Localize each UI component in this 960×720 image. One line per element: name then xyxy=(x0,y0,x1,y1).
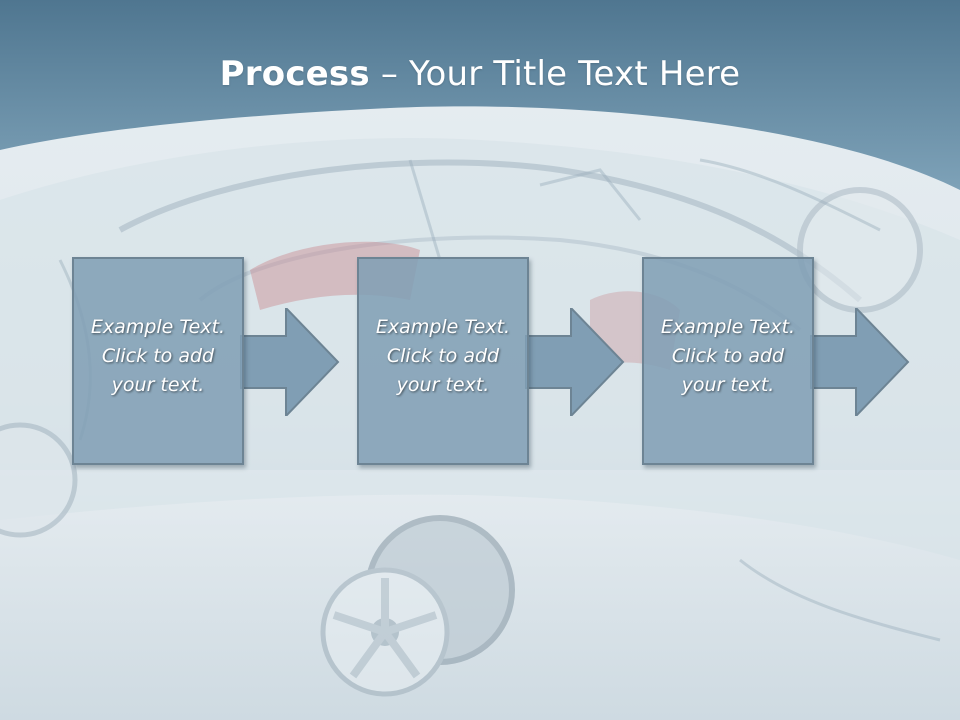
title-text: Your Title Text Here xyxy=(409,54,741,94)
right-arrow-icon xyxy=(525,308,625,416)
process-step-box[interactable]: Example Text. Click to add your text. xyxy=(642,257,814,465)
process-step-box[interactable]: Example Text. Click to add your text. xyxy=(72,257,244,465)
step-text[interactable]: Example Text. Click to add your text. xyxy=(375,316,511,396)
right-arrow-icon xyxy=(240,308,340,416)
process-step-box[interactable]: Example Text. Click to add your text. xyxy=(357,257,529,465)
step-text[interactable]: Example Text. Click to add your text. xyxy=(90,316,226,396)
right-arrow-icon xyxy=(810,308,910,416)
title-separator: – xyxy=(369,54,410,94)
step-text[interactable]: Example Text. Click to add your text. xyxy=(660,316,796,396)
slide-title: Process – Your Title Text Here xyxy=(0,54,960,94)
title-bold-part: Process xyxy=(219,54,370,94)
